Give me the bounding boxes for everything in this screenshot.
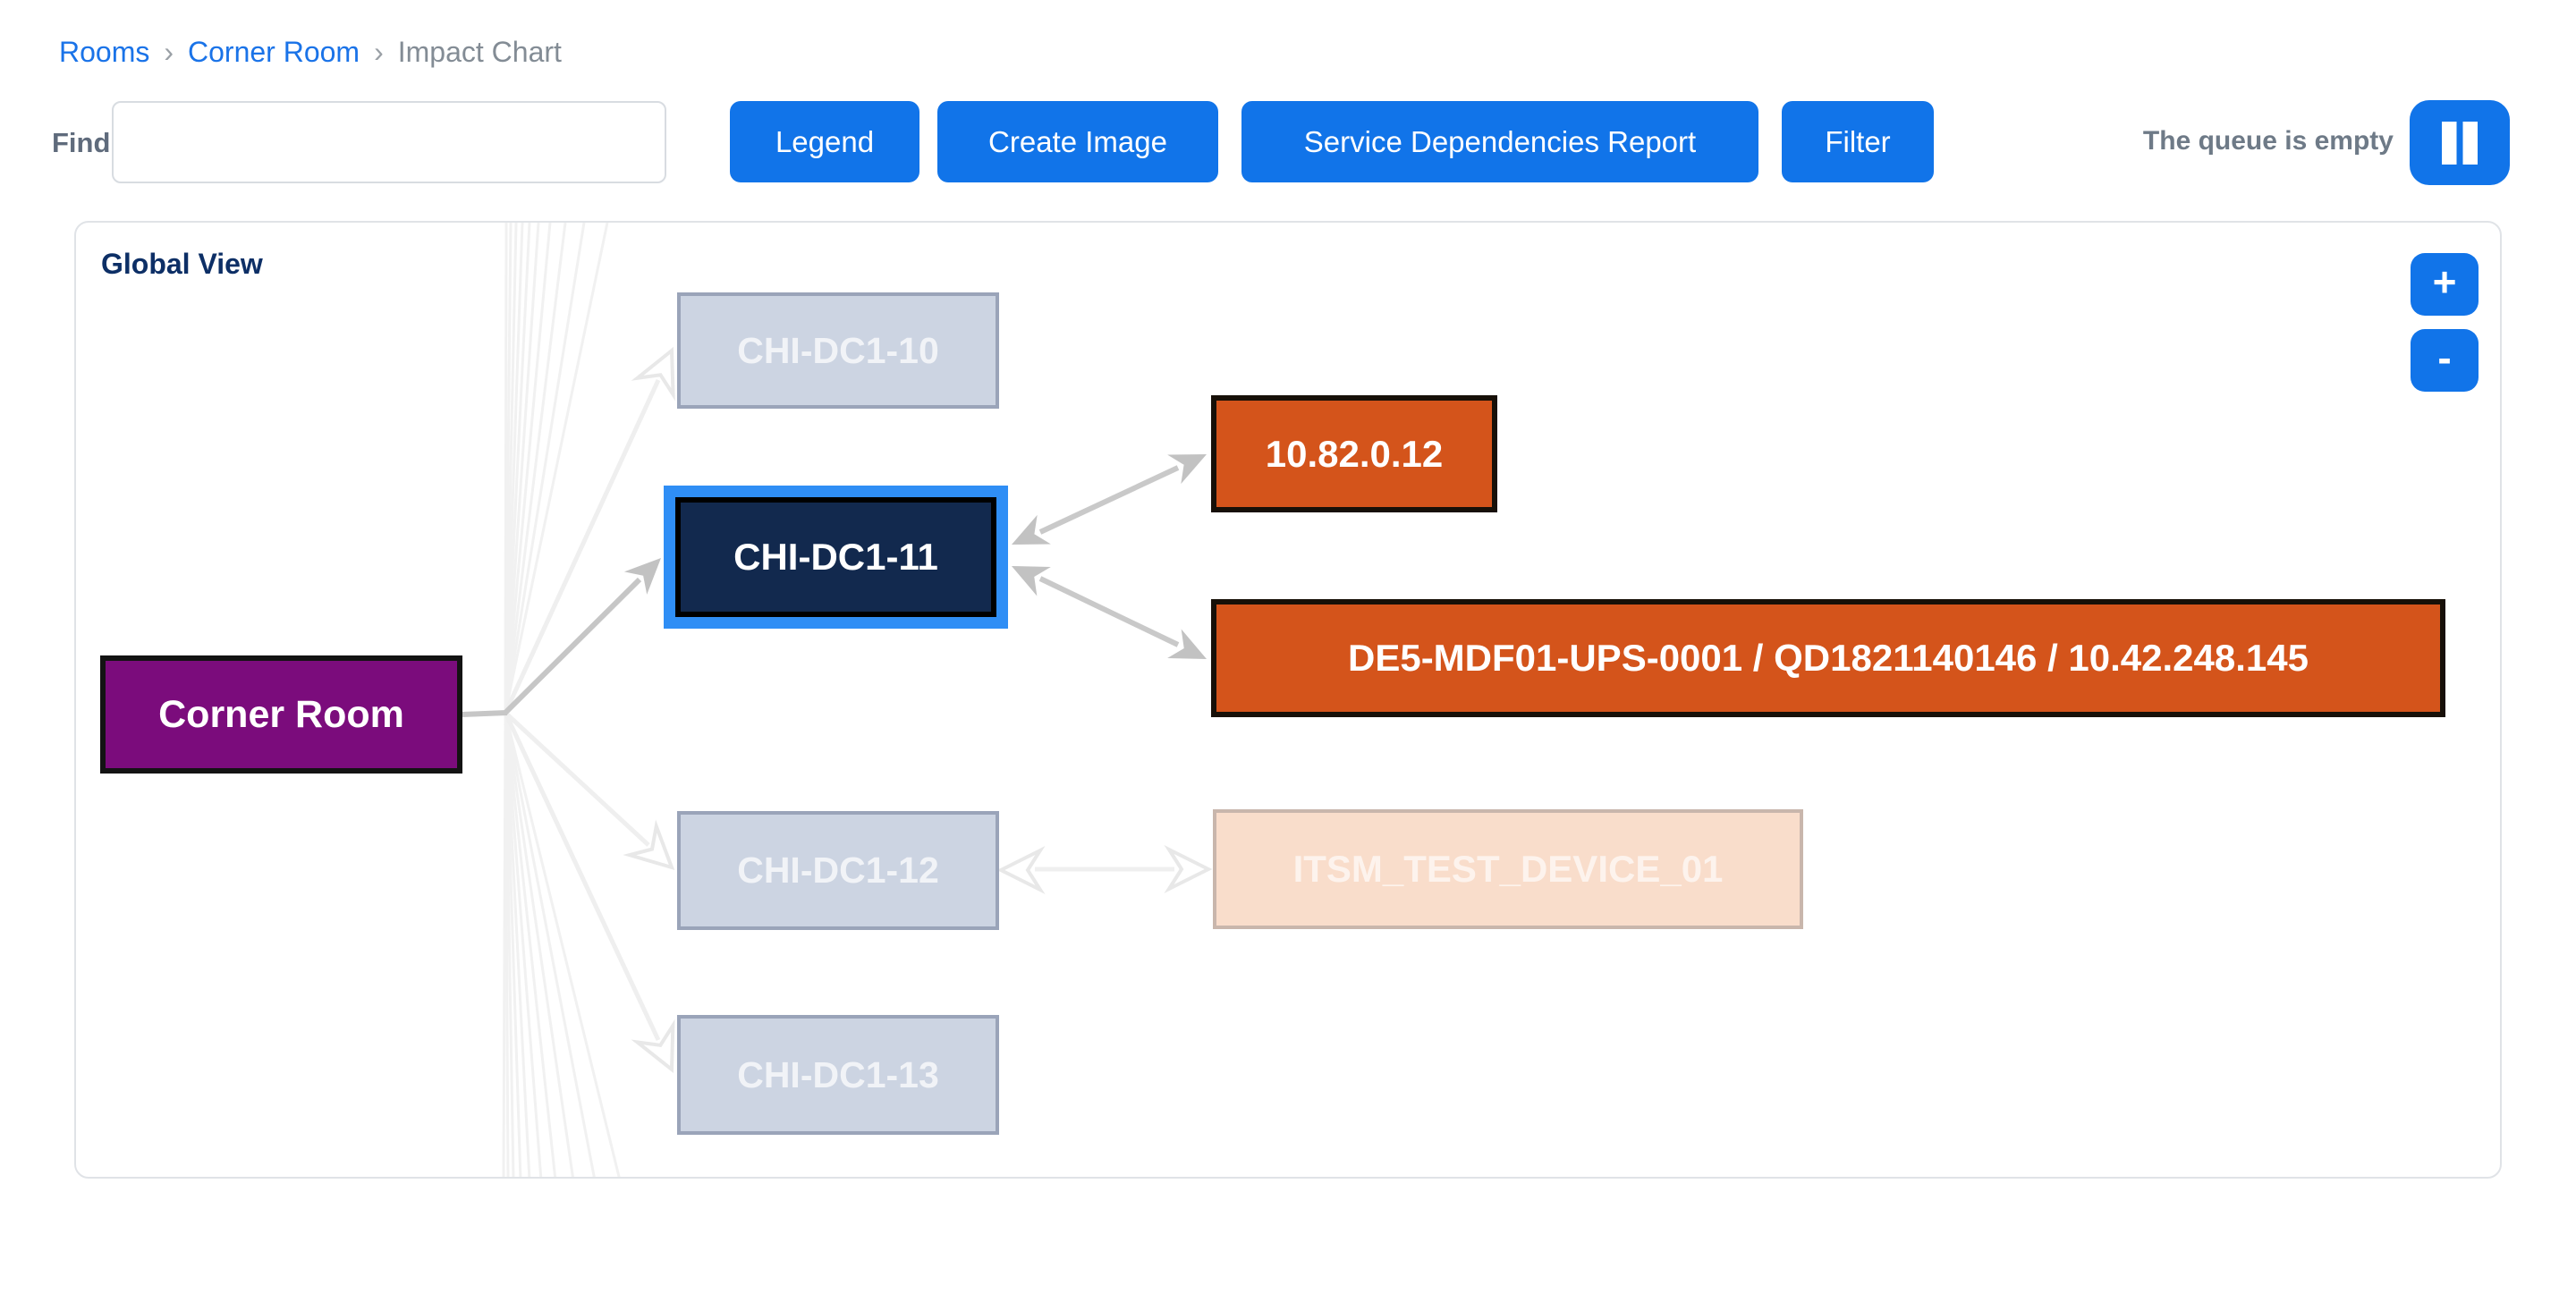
edge-chi-dc1-12-to-itsm: [996, 844, 1213, 895]
breadcrumb-rooms-link[interactable]: Rooms: [59, 36, 150, 68]
breadcrumb-separator: ›: [374, 36, 384, 68]
find-label: Find: [52, 127, 111, 158]
global-view-panel: Global View + -: [74, 221, 2502, 1179]
node-chi-dc1-11[interactable]: CHI-DC1-11: [664, 486, 1008, 629]
queue-status: The queue is empty: [2142, 126, 2394, 156]
edge-chi-dc1-11-to-ip: [1012, 454, 1207, 545]
edge-chi-dc1-11-to-ups: [1012, 566, 1207, 659]
collapsed-edges-fan: [502, 223, 621, 1177]
zoom-out-button[interactable]: -: [2411, 329, 2479, 392]
filter-button[interactable]: Filter: [1782, 101, 1934, 182]
legend-button[interactable]: Legend: [730, 101, 919, 182]
breadcrumb-current: Impact Chart: [397, 36, 562, 68]
node-chi-dc1-13[interactable]: CHI-DC1-13: [677, 1015, 999, 1135]
find-input[interactable]: [112, 101, 666, 183]
create-image-button[interactable]: Create Image: [937, 101, 1218, 182]
service-dependencies-report-button[interactable]: Service Dependencies Report: [1241, 101, 1758, 182]
node-de5-mdf01-ups[interactable]: DE5-MDF01-UPS-0001 / QD1821140146 / 10.4…: [1211, 599, 2445, 717]
pause-icon: [2442, 121, 2478, 165]
node-corner-room[interactable]: Corner Room: [100, 655, 462, 774]
breadcrumb-corner-room-link[interactable]: Corner Room: [188, 36, 360, 68]
node-chi-dc1-10[interactable]: CHI-DC1-10: [677, 292, 999, 409]
node-chi-dc1-12[interactable]: CHI-DC1-12: [677, 811, 999, 930]
edges-layer: [462, 223, 1213, 1177]
node-itsm-test-device-01[interactable]: ITSM_TEST_DEVICE_01: [1213, 809, 1803, 929]
edge-corner-room-to-chi-dc1-11: [462, 558, 661, 717]
node-ip-10-82-0-12[interactable]: 10.82.0.12: [1211, 395, 1497, 512]
breadcrumb-separator: ›: [164, 36, 174, 68]
node-chi-dc1-11-label: CHI-DC1-11: [675, 497, 996, 617]
edge-corner-room-to-chi-dc1-10: [503, 346, 675, 714]
breadcrumb: Rooms › Corner Room › Impact Chart: [59, 36, 562, 69]
edge-corner-room-to-chi-dc1-13: [503, 711, 675, 1074]
edge-corner-room-to-chi-dc1-12: [504, 711, 675, 871]
pause-queue-button[interactable]: [2410, 100, 2510, 185]
panel-title: Global View: [101, 248, 263, 280]
zoom-in-button[interactable]: +: [2411, 253, 2479, 316]
